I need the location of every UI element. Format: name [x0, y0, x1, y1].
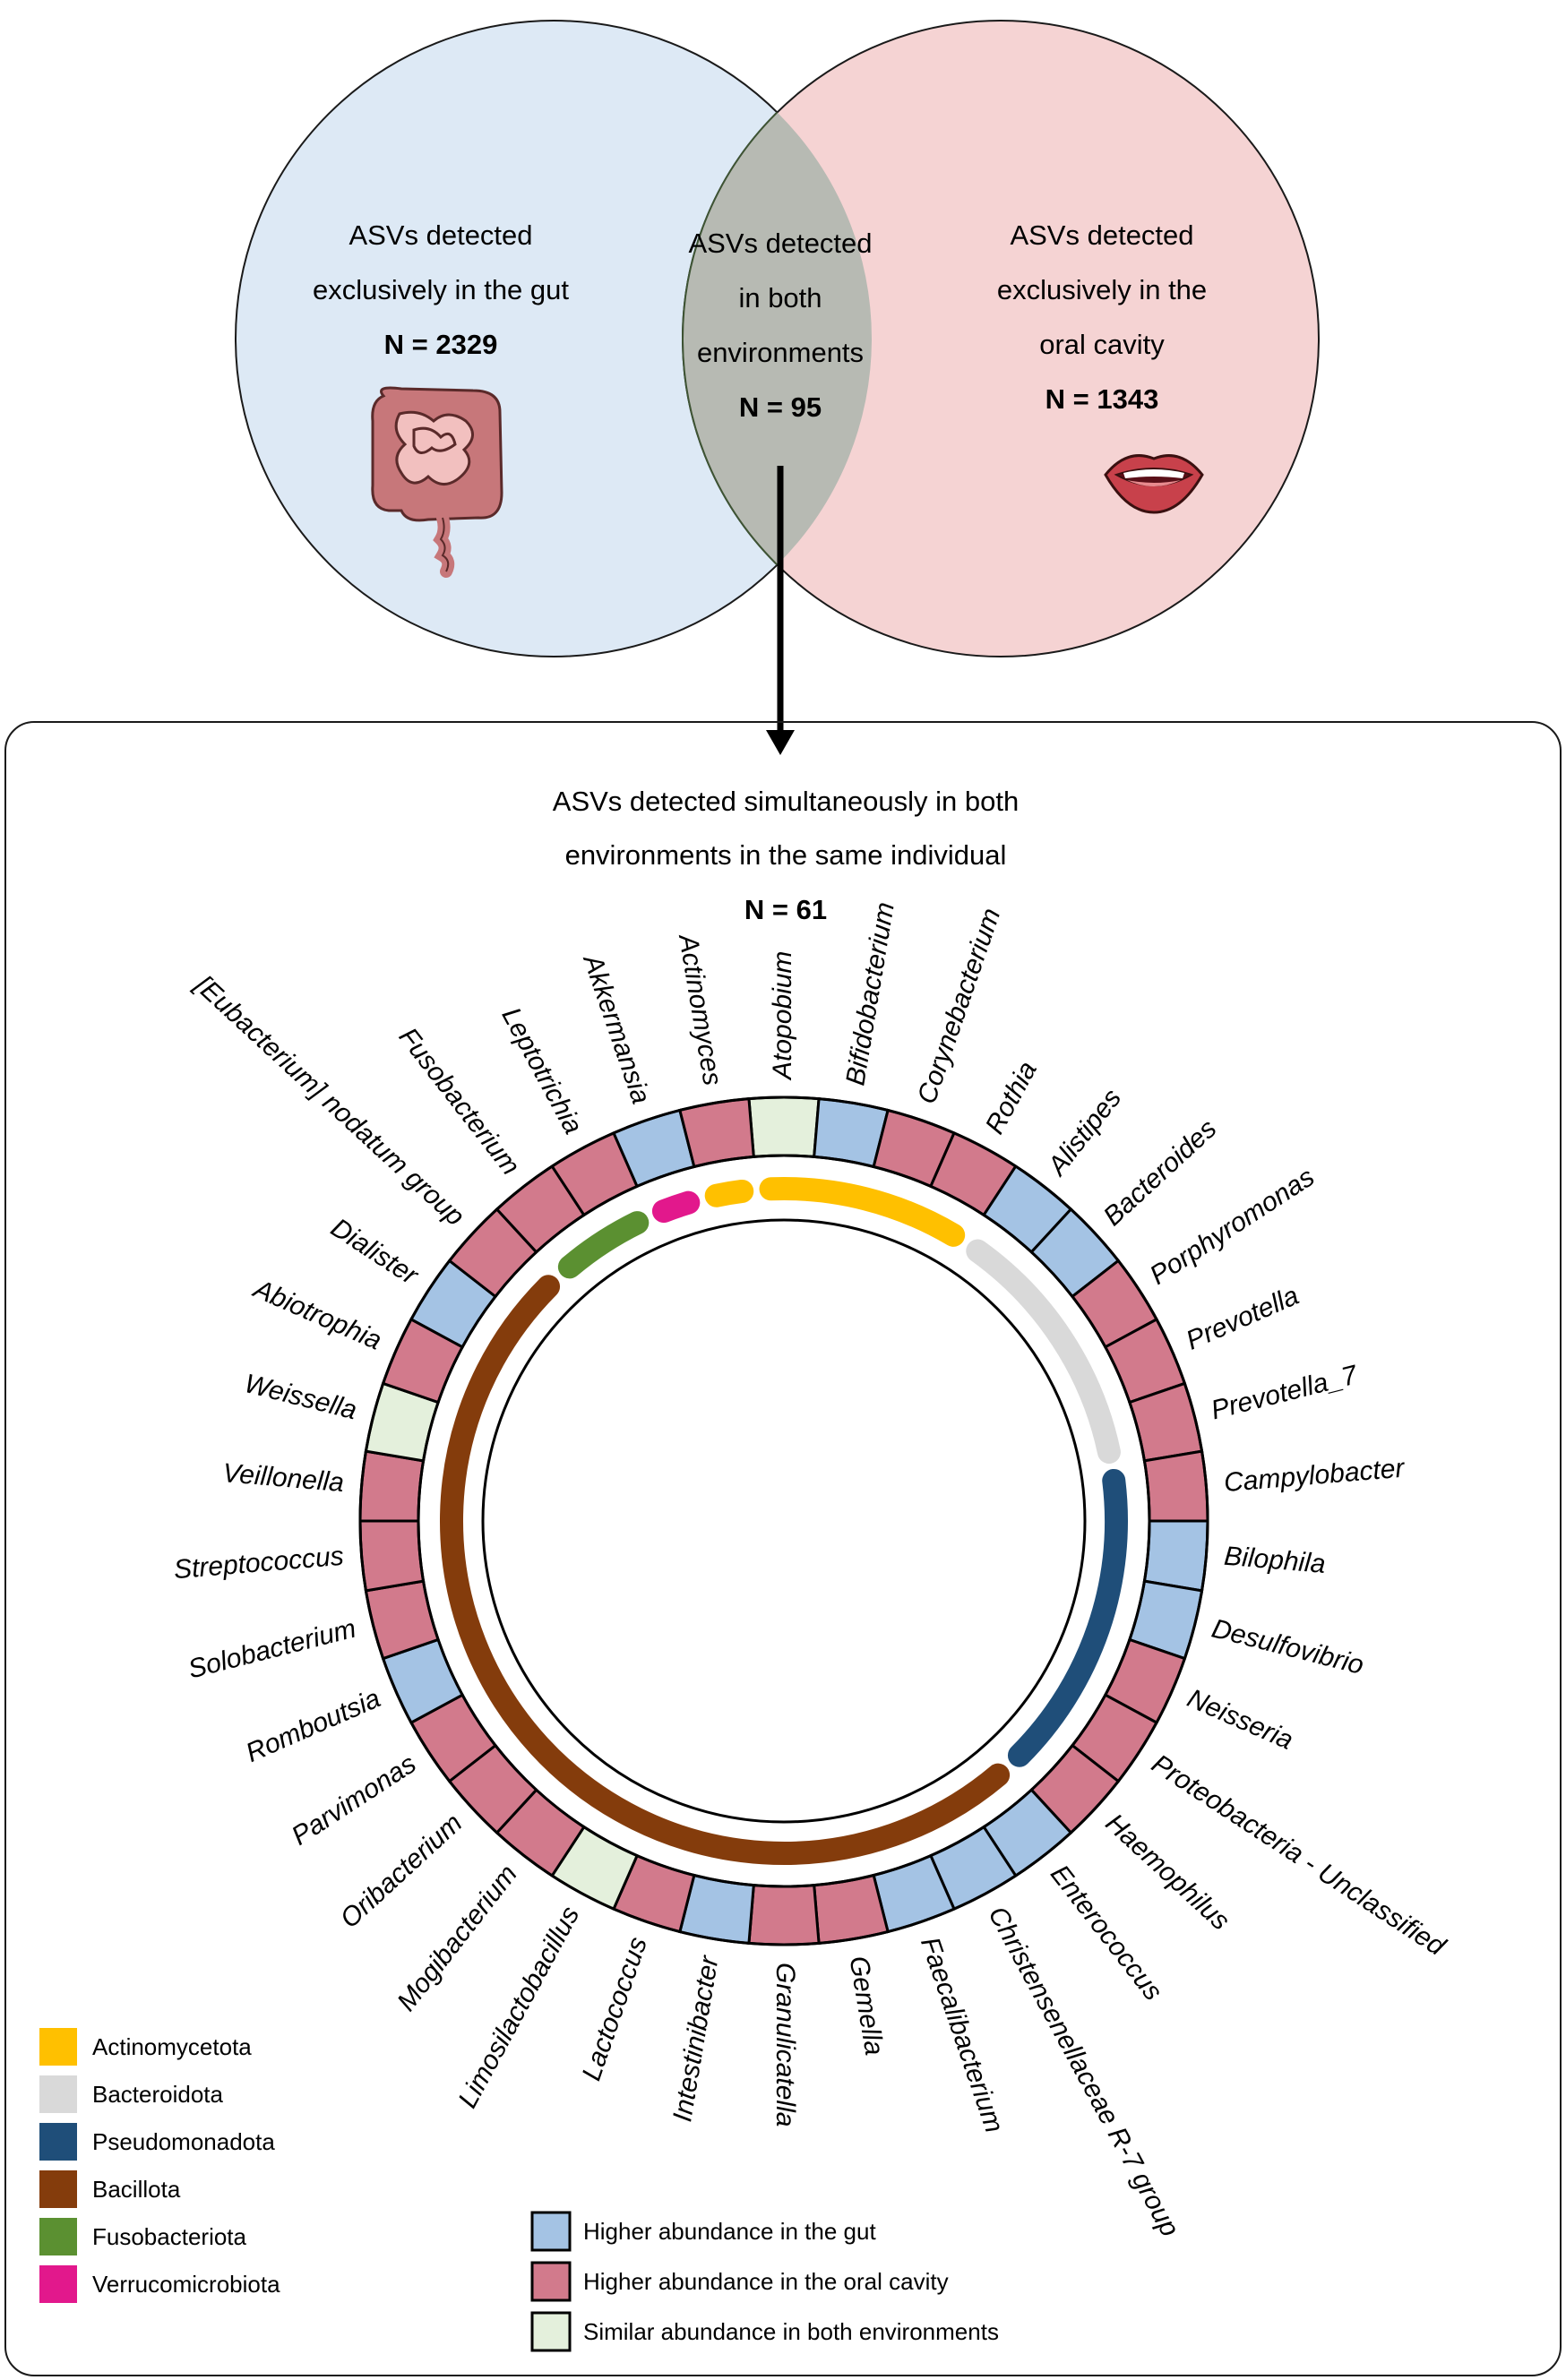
genus-label: Intestinibacter: [667, 1953, 724, 2124]
venn-oral-count: N = 1343: [1045, 383, 1159, 415]
phylum-arc: [759, 1177, 966, 1247]
genus-label: Prevotella: [1182, 1281, 1303, 1356]
phylum-arcs: [440, 1177, 1128, 1865]
venn-diagram: ASVs detected exclusively in the gut N =…: [235, 20, 1320, 755]
phylum-legend-label: Verrucomicrobiota: [92, 2271, 280, 2298]
venn-oral-line-2: exclusively in the: [997, 274, 1207, 305]
abundance-legend-swatch: [530, 2261, 572, 2302]
genus-label: Gemella: [843, 1954, 889, 2058]
phylum-arc: [1007, 1468, 1128, 1767]
venn-both-count: N = 95: [739, 391, 822, 423]
genus-label: Proteobacteria - Unclassified: [1147, 1749, 1451, 1963]
genus-label: Enterococcus: [1045, 1860, 1168, 2006]
phylum-arc: [704, 1179, 754, 1207]
genus-label: Rothia: [980, 1057, 1043, 1139]
phylum-arc: [557, 1211, 650, 1279]
panel-title-line-2: environments in the same individual: [565, 839, 1007, 871]
venn-arrow-head: [766, 730, 795, 755]
genus-label: Prevotella_7: [1208, 1360, 1361, 1425]
genus-label: Atopobium: [768, 951, 797, 1081]
phylum-legend-label: Fusobacteriota: [92, 2223, 247, 2250]
genus-label: Granulicatella: [770, 1963, 800, 2127]
phylum-legend-swatch: [39, 2265, 77, 2303]
ring-outline: [417, 1154, 1151, 1888]
genus-sector: [358, 1449, 426, 1523]
genus-label: Bilophila: [1223, 1542, 1327, 1579]
genus-label: Oribacterium: [335, 1809, 469, 1935]
venn-gut-count: N = 2329: [384, 329, 498, 360]
genus-label: Neisseria: [1183, 1683, 1297, 1755]
phylum-legend-swatch: [39, 2123, 77, 2161]
abundance-legend-swatch: [530, 2211, 572, 2252]
genus-label: Desulfovibrio: [1209, 1613, 1366, 1680]
venn-oral-line-1: ASVs detected: [1010, 219, 1193, 251]
venn-both-line-2: in both: [738, 282, 822, 314]
abundance-legend-label: Higher abundance in the gut: [583, 2218, 876, 2245]
genus-label: Leptotrichia: [495, 1002, 588, 1138]
genus-label: Akkermansia: [577, 949, 656, 1108]
genus-sector: [1142, 1449, 1209, 1523]
genus-label: Bifidobacterium: [840, 900, 900, 1087]
genus-label: Mogibacterium: [392, 1860, 523, 2017]
phylum-legend-swatch: [39, 2075, 77, 2113]
inner-circle: [481, 1218, 1087, 1824]
abundance-legend-label: Similar abundance in both environments: [583, 2318, 999, 2345]
abundance-legend-swatch: [530, 2311, 572, 2352]
genus-label: Alistipes: [1041, 1084, 1127, 1182]
genus-label: [Eubacterium] nodatum group: [189, 969, 470, 1232]
phylum-legend-label: Pseudomonadota: [92, 2128, 275, 2155]
genus-label: Campylobacter: [1223, 1454, 1407, 1499]
intestine-icon: [371, 386, 503, 578]
genus-sector: [747, 1883, 821, 1946]
ring-outline: [358, 1095, 1209, 1946]
genus-label: Weissella: [242, 1369, 360, 1425]
genus-label: Actinomyces: [673, 931, 727, 1087]
genus-ring: [358, 1095, 1209, 1946]
panel-title-line-1: ASVs detected simultaneously in both: [553, 786, 1019, 817]
genus-label: Corynebacterium: [912, 905, 1006, 1108]
genus-label: Bacteroides: [1097, 1113, 1222, 1232]
venn-gut-line-1: ASVs detected: [348, 219, 532, 251]
genus-label: Streptococcus: [173, 1542, 345, 1585]
genus-sector: [747, 1095, 821, 1159]
phylum-legend-label: Bacillota: [92, 2176, 181, 2203]
genus-label: Veillonella: [221, 1458, 345, 1498]
genus-label: Abiotrophia: [248, 1274, 386, 1356]
phylum-arc: [966, 1239, 1121, 1465]
phylum-arc: [651, 1190, 701, 1224]
venn-oral-line-3: oral cavity: [1039, 329, 1165, 360]
venn-gut-line-2: exclusively in the gut: [313, 274, 569, 305]
phylum-legend-swatch: [39, 2028, 77, 2066]
panel-count: N = 61: [744, 894, 827, 925]
phylum-legend: ActinomycetotaBacteroidotaPseudomonadota…: [39, 2028, 280, 2303]
phylum-legend-swatch: [39, 2218, 77, 2255]
genus-label: Lactococcus: [577, 1933, 653, 2084]
shared-asv-panel: [4, 721, 1562, 2376]
phylum-legend-label: Bacteroidota: [92, 2081, 224, 2108]
genus-label: Romboutsia: [242, 1683, 385, 1768]
abundance-legend-label: Higher abundance in the oral cavity: [583, 2268, 949, 2295]
genus-sector: [358, 1519, 426, 1593]
genus-label: Christensenellaceae R-7 group: [983, 1902, 1185, 2241]
phylum-legend-swatch: [39, 2170, 77, 2208]
genus-label: Parvimonas: [287, 1749, 422, 1852]
genus-label: Dialister: [325, 1213, 424, 1291]
genus-sector: [1142, 1519, 1209, 1593]
genus-label: Faecalibacterium: [915, 1933, 1009, 2136]
venn-both-line-3: environments: [697, 337, 864, 368]
genus-label: Haemophilus: [1100, 1809, 1235, 1937]
genus-label: Solobacterium: [185, 1613, 359, 1684]
phylum-legend-label: Actinomycetota: [92, 2033, 252, 2060]
venn-both-line-1: ASVs detected: [688, 228, 872, 259]
phylum-arc: [440, 1275, 1011, 1865]
mouth-icon: [1104, 454, 1204, 514]
